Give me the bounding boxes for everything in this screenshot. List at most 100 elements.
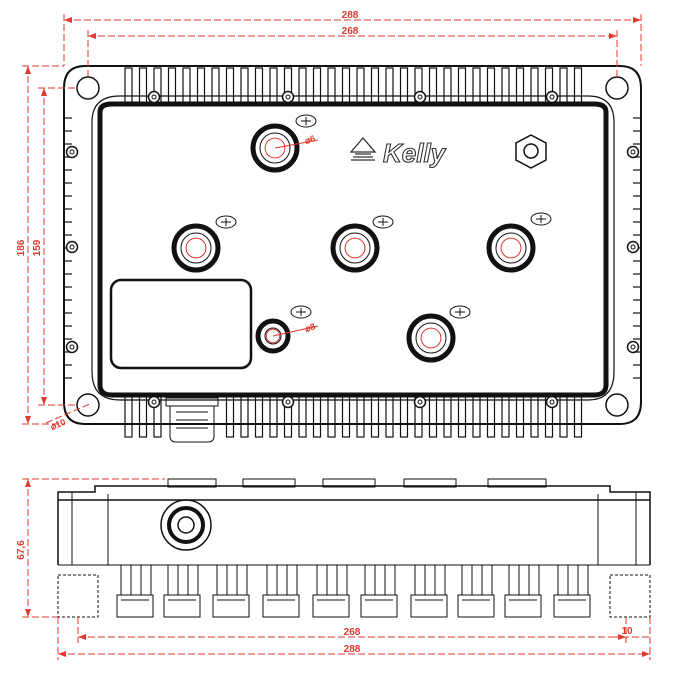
heat-sink-fin [356, 394, 365, 438]
heat-sink-fin [472, 394, 481, 438]
cover-screw [147, 90, 161, 104]
dim-top-overall: 288 [342, 10, 359, 21]
heat-sink-fin [428, 67, 438, 105]
mounting-hole [605, 76, 629, 100]
heat-sink-fin [559, 394, 568, 438]
cover-screw [281, 395, 295, 409]
cable-gland [165, 397, 219, 443]
heat-sink-fin [298, 394, 307, 438]
heat-sink-fin [573, 394, 583, 438]
heat-sink-fin [399, 67, 409, 105]
side-body [57, 485, 651, 566]
heat-sink-fin [341, 394, 351, 438]
heat-sink-fin [414, 67, 423, 105]
heat-sink-fin [486, 394, 496, 438]
terminal-icon [255, 318, 291, 354]
side-fin-block [360, 565, 398, 618]
mounting-hole [76, 76, 100, 100]
terminal-icon [250, 123, 300, 173]
top-dimensions [22, 14, 642, 425]
heat-sink-fin [254, 394, 264, 438]
cover-screws [65, 90, 640, 409]
heat-sink-fin [138, 394, 148, 438]
heat-sink-fin [472, 67, 481, 105]
side-fin-blocks [116, 565, 591, 618]
heat-sink-fin [211, 67, 220, 105]
side-fin-block [410, 565, 448, 618]
cable-gland-end [160, 499, 212, 551]
heat-sink-fin [530, 394, 539, 438]
cover-screw [65, 145, 79, 159]
polarity-symbol [372, 215, 394, 229]
dim-side-hole-spacing: 159 [32, 239, 43, 256]
heat-sink-fin [559, 67, 568, 105]
callout-leader [274, 139, 319, 149]
cover-screw [545, 90, 559, 104]
callout-leader [272, 325, 319, 337]
heat-sink-fin [269, 394, 278, 438]
heat-sink-fin [225, 394, 235, 438]
heat-sink-fin [443, 67, 452, 105]
cover-screw [281, 90, 295, 104]
mounting-hole [76, 393, 100, 417]
heat-sink-fin [182, 67, 191, 105]
heat-sink-fin [124, 394, 133, 438]
polarity-symbol [295, 114, 317, 128]
heat-sink-fin [530, 67, 539, 105]
terminal-icon [330, 223, 380, 273]
heat-sink-fin [399, 394, 409, 438]
heat-sink-fin [312, 67, 322, 105]
dim-height: 67,6 [16, 540, 27, 560]
heat-sink-fin [153, 394, 162, 438]
mounting-hole [605, 393, 629, 417]
terminal-icon [406, 313, 456, 363]
side-fin-block [312, 565, 350, 618]
heat-sink-fin [501, 67, 510, 105]
housing-outline [63, 65, 642, 425]
dim-side-overall: 186 [16, 239, 27, 256]
brand-logo-text: Kelly [383, 138, 447, 168]
side-fin-block [504, 565, 542, 618]
heat-sink-fin [240, 394, 249, 438]
cover-screw [626, 240, 640, 254]
cover-screw [626, 340, 640, 354]
side-fin-block [262, 565, 300, 618]
dim-small-port-1: ⌀6 [304, 133, 317, 146]
bottom-fins [124, 394, 583, 438]
polarity-symbol [530, 212, 552, 226]
heat-sink-fin [312, 394, 322, 438]
side-feet [57, 574, 651, 618]
top-view: Kelly ⌀6⌀8 [16, 10, 642, 443]
heat-sink-fin [283, 394, 293, 438]
label-plate [109, 278, 253, 370]
heat-sink-fin [327, 394, 336, 438]
heat-sink-fin [544, 67, 554, 105]
cover-screw [65, 240, 79, 254]
heat-sink-fin [457, 67, 467, 105]
cover-screw [626, 145, 640, 159]
side-fin-block [457, 565, 495, 618]
heat-sink-fin [573, 67, 583, 105]
cover-screw [147, 395, 161, 409]
heat-sink-fin [457, 394, 467, 438]
heat-sink-fin [124, 67, 133, 105]
side-terminal-caps [167, 478, 547, 488]
polarity-symbol [215, 215, 237, 229]
side-dimensions [22, 478, 651, 660]
heat-sink-fin [443, 394, 452, 438]
heat-sink-fin [327, 67, 336, 105]
heat-sink-fin [486, 67, 496, 105]
dim-bottom-hole-spacing: 268 [344, 627, 361, 638]
heat-sink-fin [385, 394, 394, 438]
logo-icon [349, 137, 377, 161]
heat-sink-fin [225, 67, 235, 105]
heat-sink-fin [428, 394, 438, 438]
heat-sink-fin [341, 67, 351, 105]
side-view: 67,6 268 288 10 [16, 478, 651, 660]
side-fin-block [212, 565, 250, 618]
heat-sink-fin [269, 67, 278, 105]
polarity-symbol [290, 305, 312, 319]
heat-sink-fin [298, 67, 307, 105]
